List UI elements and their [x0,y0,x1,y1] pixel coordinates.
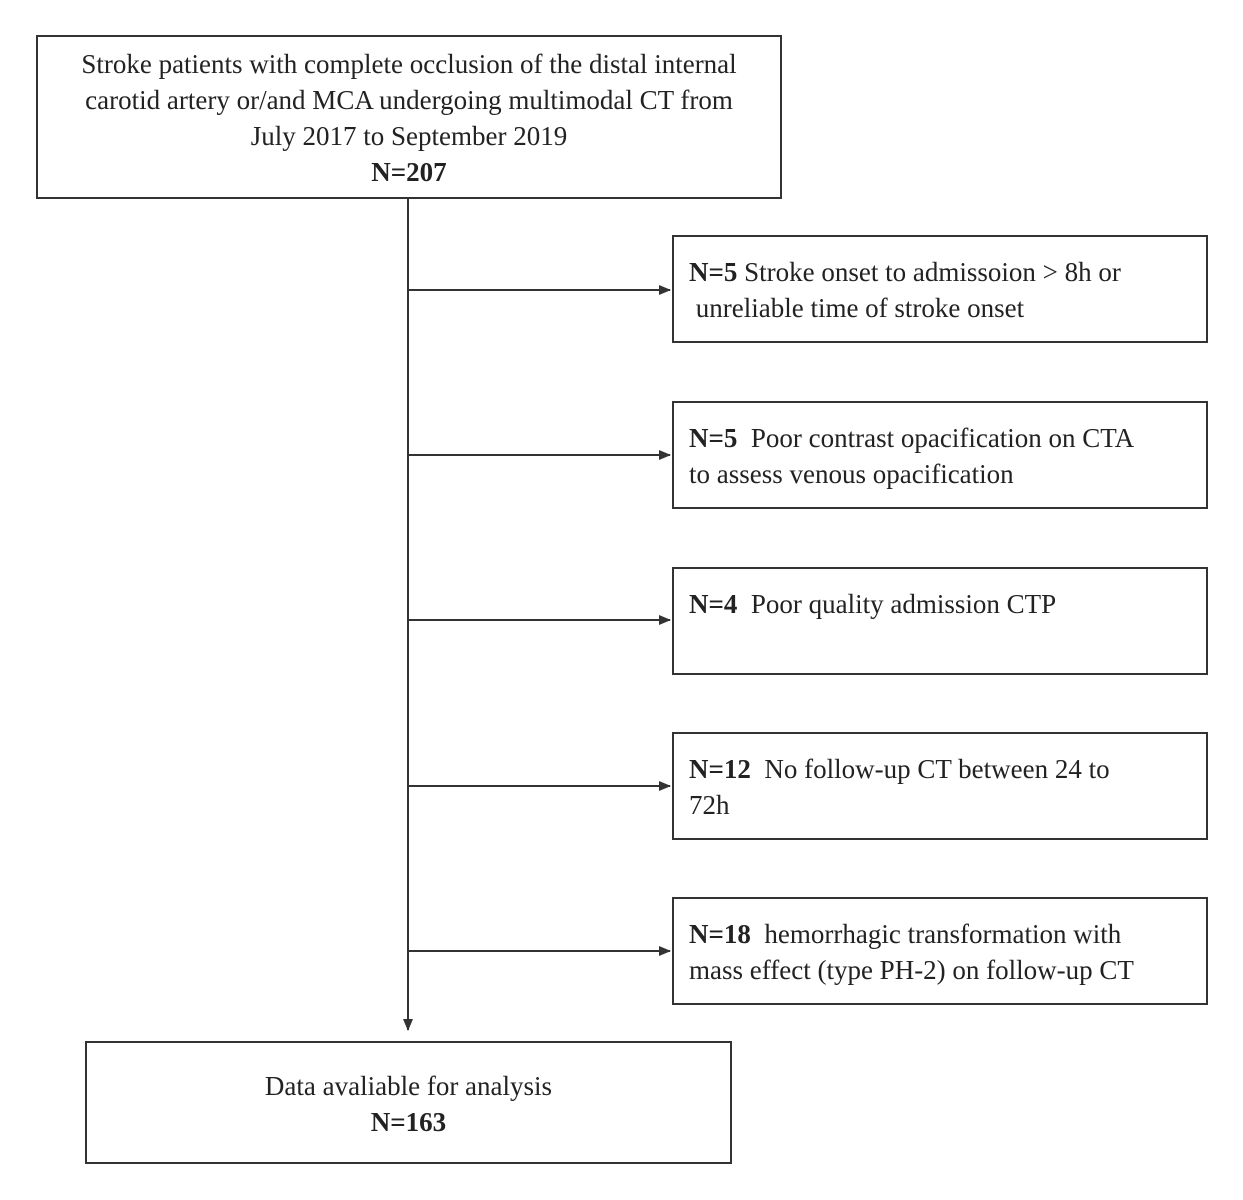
exclusion-text: Poor quality admission CTP [737,589,1057,619]
exclusion-box-4: N=12 No follow-up CT between 24 to 72h [672,732,1208,840]
exclusion-box-1: N=5 Stroke onset to admissoion > 8h or u… [672,235,1208,343]
cohort-count: N=207 [371,157,447,187]
exclusion-text-2: to assess venous opacification [689,459,1014,489]
initial-cohort-box: Stroke patients with complete occlusion … [36,35,782,199]
exclusion-count: N=4 [689,589,738,619]
cohort-line-2: carotid artery or/and MCA undergoing mul… [85,85,733,115]
cohort-line-3: July 2017 to September 2019 [250,121,568,151]
final-label: Data avaliable for analysis [264,1071,553,1101]
exclusion-box-5: N=18 hemorrhagic transformation with mas… [672,897,1208,1005]
final-count: N=163 [370,1107,447,1137]
exclusion-text-2: 72h [689,790,730,820]
exclusion-box-3: N=4 Poor quality admission CTP [672,567,1208,675]
exclusion-text: Stroke onset to admissoion > 8h or [737,257,1121,287]
exclusion-count: N=5 [689,423,738,453]
cohort-line-1: Stroke patients with complete occlusion … [81,49,737,79]
exclusion-count: N=18 [689,919,751,949]
exclusion-text-2: mass effect (type PH-2) on follow-up CT [689,955,1134,985]
exclusion-text: No follow-up CT between 24 to [750,754,1110,784]
exclusion-text: Poor contrast opacification on CTA [737,423,1135,453]
final-cohort-box: Data avaliable for analysis N=163 [85,1041,732,1164]
exclusion-text: hemorrhagic transformation with [750,919,1122,949]
exclusion-count: N=12 [689,754,751,784]
exclusion-box-2: N=5 Poor contrast opacification on CTA t… [672,401,1208,509]
exclusion-count: N=5 [689,257,738,287]
exclusion-text-2: unreliable time of stroke onset [689,293,1025,323]
